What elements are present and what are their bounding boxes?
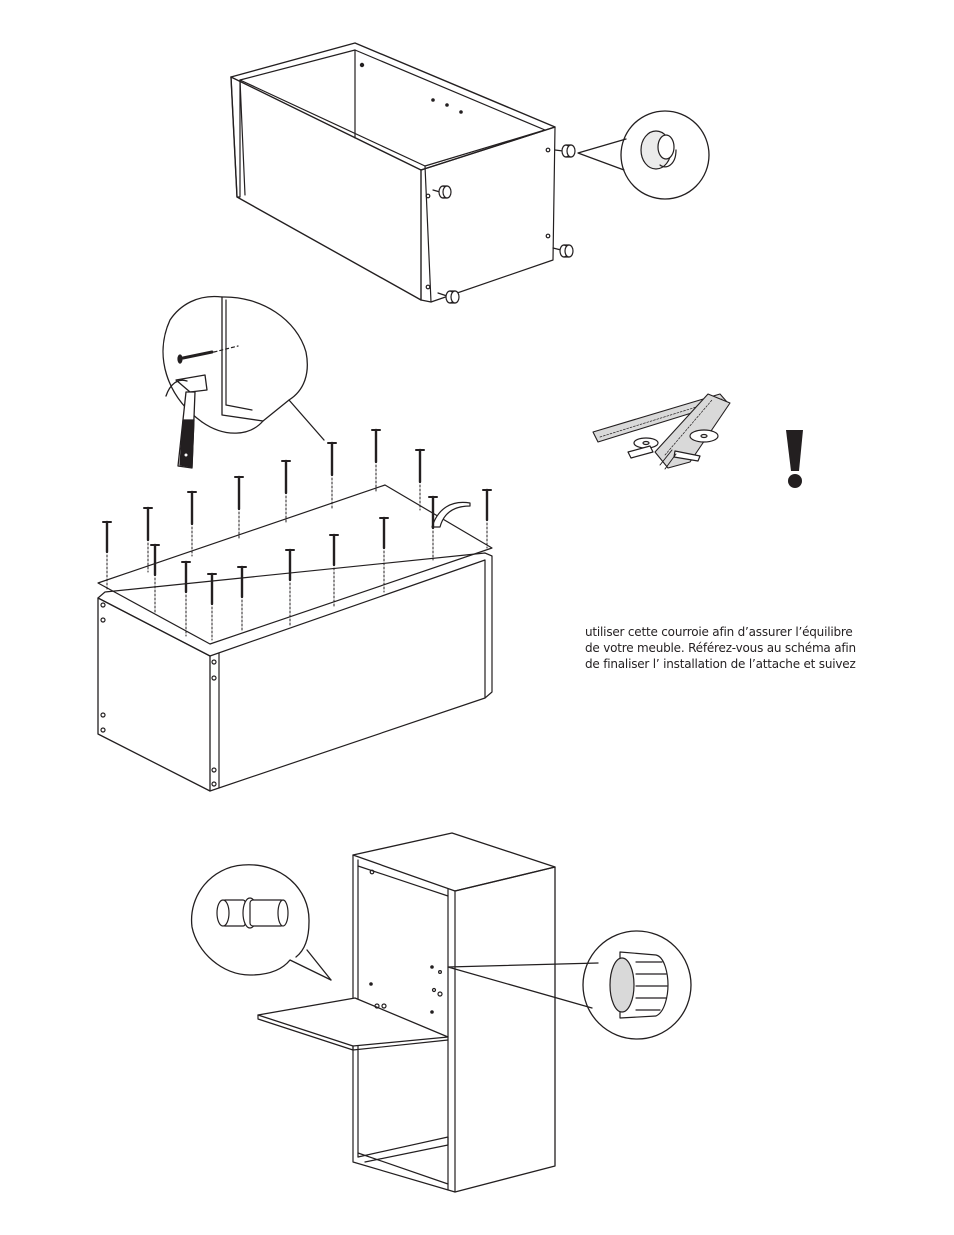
nail-icon xyxy=(235,477,243,540)
nail-icon xyxy=(188,492,196,556)
nail-icon xyxy=(282,461,290,523)
nail-icon xyxy=(182,562,190,636)
nail-icon xyxy=(103,522,111,590)
nail-icon xyxy=(429,497,437,560)
nail-icon xyxy=(483,490,491,548)
nail-icon xyxy=(328,443,336,508)
nail-icon xyxy=(416,450,424,510)
exclamation-icon xyxy=(786,430,803,488)
nail-icon xyxy=(238,567,246,632)
nail-icon xyxy=(330,535,338,608)
nail-icon xyxy=(286,550,294,625)
shelf-pin-icon xyxy=(192,865,331,980)
warning-note: utiliser cette courroie afin d’assurer l… xyxy=(585,624,885,672)
warning-line: utiliser cette courroie afin d’assurer l… xyxy=(585,624,885,640)
nail-icon xyxy=(144,508,152,572)
nail-icon xyxy=(380,518,388,592)
nail-icon xyxy=(208,574,216,640)
nail-icon xyxy=(151,545,159,614)
nail-icon xyxy=(178,346,238,363)
step-shelf-cabinet xyxy=(258,833,555,1192)
hammer-callout xyxy=(163,297,324,468)
warning-line: de finaliser l’ installation de l’attach… xyxy=(585,656,885,672)
warning-line: de votre meuble. Référez-vous au schéma … xyxy=(585,640,885,656)
step-glides-carcass xyxy=(231,43,555,302)
nail-field xyxy=(103,430,491,640)
nail-icon xyxy=(372,430,380,492)
safety-strap-icon xyxy=(593,394,730,469)
cam-lock-icon xyxy=(448,931,691,1039)
furniture-glide-icon xyxy=(433,111,709,303)
